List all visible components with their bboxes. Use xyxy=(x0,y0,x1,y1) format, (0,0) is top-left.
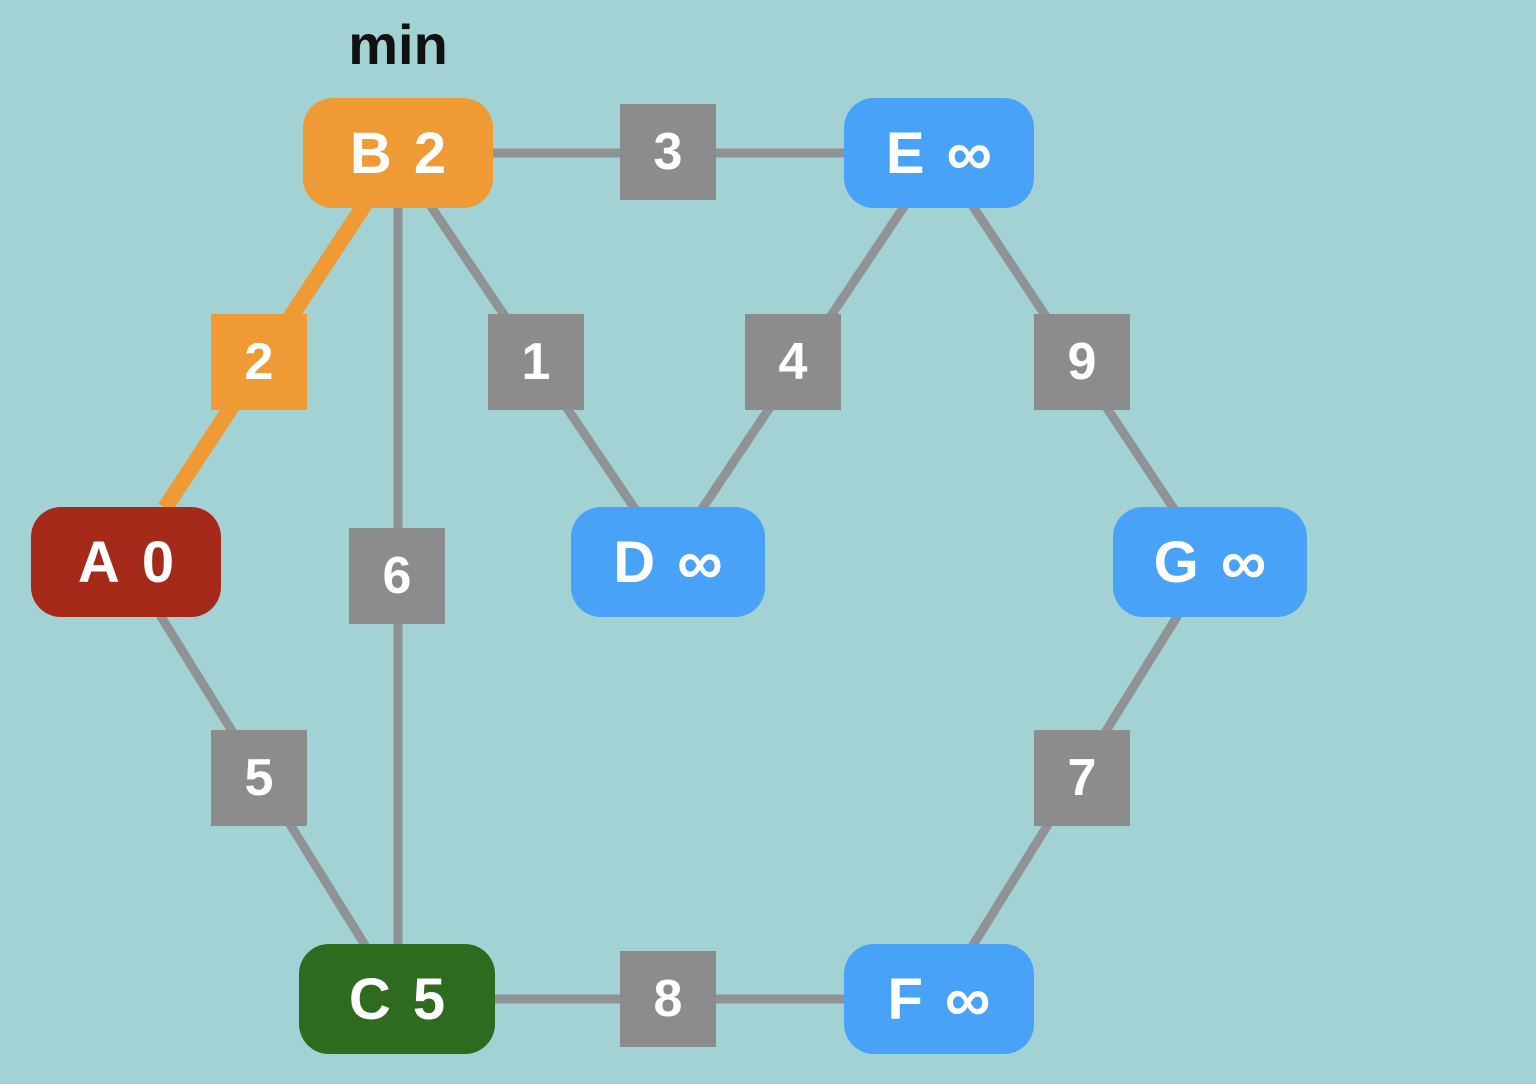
edge-weight-a-c: 5 xyxy=(211,730,307,826)
node-letter: E xyxy=(885,120,925,186)
edge-weight-b-e: 3 xyxy=(620,104,716,200)
edge-weight-b-c: 6 xyxy=(349,528,445,624)
edge-weight-c-f: 8 xyxy=(620,951,716,1047)
node-d[interactable]: D∞ xyxy=(571,507,765,617)
node-distance: ∞ xyxy=(946,117,993,189)
edge-weight-d-e: 4 xyxy=(745,314,841,410)
node-e[interactable]: E∞ xyxy=(844,98,1034,208)
node-distance: ∞ xyxy=(677,526,723,598)
edge-weight-e-g: 9 xyxy=(1034,314,1130,410)
node-f[interactable]: F∞ xyxy=(844,944,1034,1054)
min-annotation: min xyxy=(348,13,448,76)
node-distance: ∞ xyxy=(1220,526,1267,598)
node-distance: 2 xyxy=(413,120,447,186)
node-letter: C xyxy=(348,966,391,1032)
node-g[interactable]: G∞ xyxy=(1113,507,1307,617)
node-distance: 5 xyxy=(412,966,446,1032)
edge-weight-f-g: 7 xyxy=(1034,730,1130,826)
node-distance: 0 xyxy=(141,529,175,595)
node-distance: ∞ xyxy=(944,963,991,1035)
node-letter: D xyxy=(613,529,656,595)
node-letter: A xyxy=(77,529,120,595)
node-letter: B xyxy=(349,120,392,186)
node-letter: G xyxy=(1153,529,1199,595)
node-letter: F xyxy=(887,966,923,1032)
edge-weight-b-d: 1 xyxy=(488,314,584,410)
edge-weight-a-b: 2 xyxy=(211,314,307,410)
